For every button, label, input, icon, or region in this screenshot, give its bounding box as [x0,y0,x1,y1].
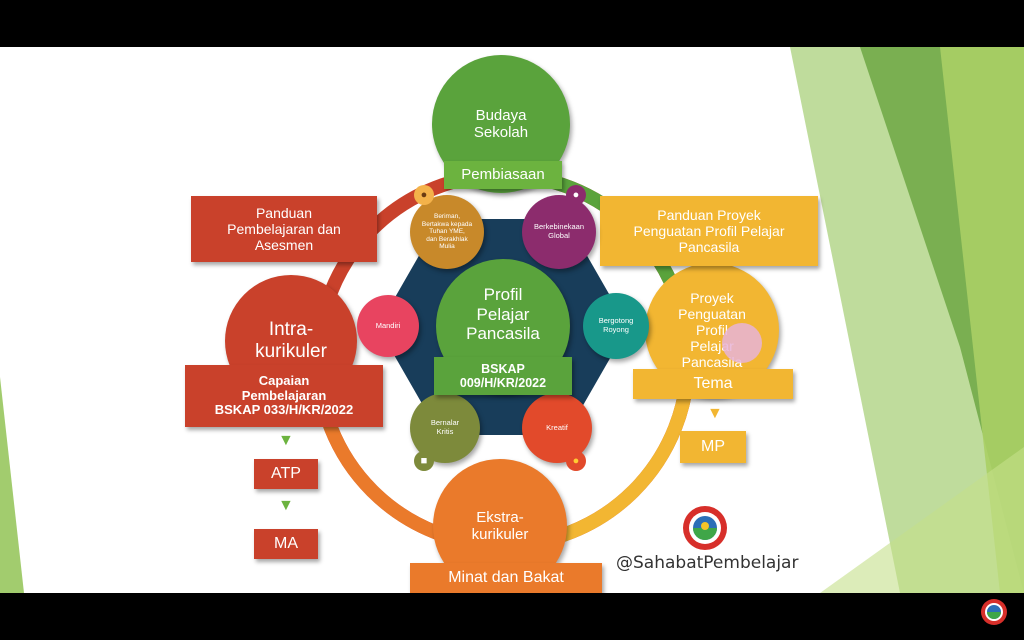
sahabat-pembelajar-logo-icon [683,506,727,550]
slide: Budaya Sekolah Pembiasaan Intra- kurikul… [0,47,1024,593]
dimension-beriman: Beriman, Bertakwa kepada Tuhan YME, dan … [410,195,484,269]
box-minat-bakat: Minat dan Bakat [410,563,602,593]
arrow-down-icon: ▼ [278,432,294,449]
corner-logo-icon [981,599,1007,625]
arrow-down-icon: ▼ [707,405,723,422]
pink-dot [722,323,762,363]
person-icon: ● [414,185,434,205]
watermark-handle: @SahabatPembelajar [616,553,799,573]
box-capaian-pembelajaran: Capaian Pembelajaran BSKAP 033/H/KR/2022 [185,365,383,427]
box-mp: MP [680,431,746,463]
box-pembiasaan: Pembiasaan [444,161,562,189]
dimension-gotong-royong: Bergotong Royong [583,293,649,359]
box-atp: ATP [254,459,318,489]
people-icon: ● [566,185,586,205]
dimension-berkebinekaan: Berkebinekaan Global [522,195,596,269]
box-ma: MA [254,529,318,559]
tools-icon: ■ [414,451,434,471]
box-panduan-proyek: Panduan Proyek Penguatan Profil Pelajar … [600,196,818,266]
dimension-mandiri: Mandiri [357,295,419,357]
box-bskap-009: BSKAP 009/H/KR/2022 [434,357,572,395]
box-panduan-pembelajaran: Panduan Pembelajaran dan Asesmen [191,196,377,262]
medal-icon: ● [566,451,586,471]
arrow-down-icon: ▼ [278,497,294,514]
box-tema: Tema [633,369,793,399]
